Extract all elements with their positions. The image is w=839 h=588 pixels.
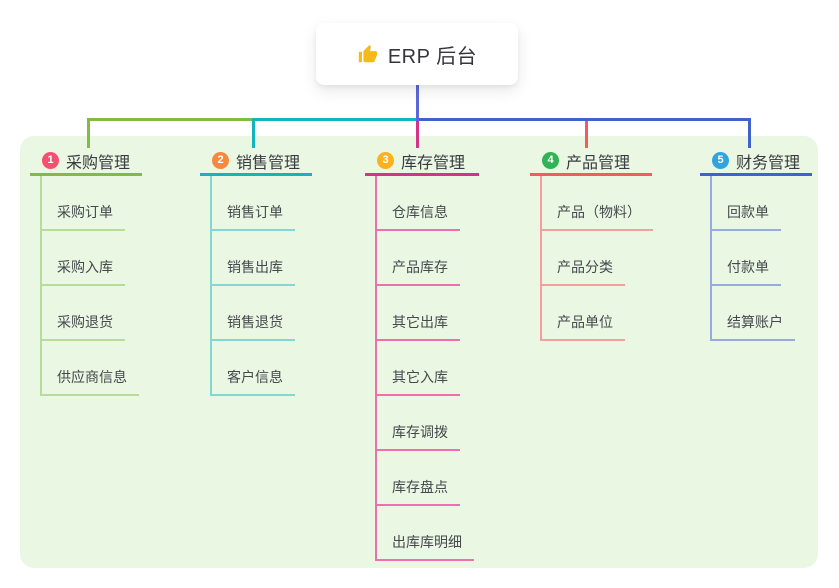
child-row: 销售退货 (212, 286, 312, 341)
branch-number-badge: 5 (712, 152, 729, 169)
child-row: 采购订单 (42, 176, 142, 231)
child-node-回款单[interactable]: 回款单 (712, 202, 781, 231)
child-row: 其它入库 (377, 341, 479, 396)
branch-node-采购管理[interactable]: 1 采购管理 (30, 148, 142, 176)
root-stem-line (416, 82, 419, 121)
branch-drop-line-2 (252, 118, 255, 148)
child-row: 结算账户 (712, 286, 812, 341)
child-row: 采购退货 (42, 286, 142, 341)
child-node-产品单位[interactable]: 产品单位 (542, 312, 625, 341)
branch-node-产品管理[interactable]: 4 产品管理 (530, 148, 652, 176)
child-node-供应商信息[interactable]: 供应商信息 (42, 367, 139, 396)
branch-number-badge: 3 (377, 152, 394, 169)
branch-3: 3 库存管理仓库信息产品库存其它出库其它入库库存调拨库存盘点出库库明细 (365, 148, 479, 561)
child-node-其它出库[interactable]: 其它出库 (377, 312, 460, 341)
branch-label: 采购管理 (66, 154, 131, 172)
branch-node-销售管理[interactable]: 2 销售管理 (200, 148, 312, 176)
child-row: 产品库存 (377, 231, 479, 286)
child-node-仓库信息[interactable]: 仓库信息 (377, 202, 460, 231)
child-node-产品库存[interactable]: 产品库存 (377, 257, 460, 286)
child-row: 仓库信息 (377, 176, 479, 231)
child-node-产品（物料）[interactable]: 产品（物料） (542, 202, 653, 231)
child-node-付款单[interactable]: 付款单 (712, 257, 781, 286)
child-node-库存盘点[interactable]: 库存盘点 (377, 477, 460, 506)
trunk-segment-left (87, 118, 255, 121)
child-row: 产品分类 (542, 231, 653, 286)
child-row: 库存调拨 (377, 396, 479, 451)
child-row: 销售出库 (212, 231, 312, 286)
trunk-segment-mid (252, 118, 419, 121)
branch-children: 仓库信息产品库存其它出库其它入库库存调拨库存盘点出库库明细 (375, 176, 479, 561)
branch-label: 产品管理 (566, 154, 631, 172)
branch-drop-line-4 (585, 118, 588, 148)
child-node-结算账户[interactable]: 结算账户 (712, 312, 795, 341)
branch-children: 回款单付款单结算账户 (710, 176, 812, 341)
child-row: 库存盘点 (377, 451, 479, 506)
child-node-采购入库[interactable]: 采购入库 (42, 257, 125, 286)
thumbs-up-icon (357, 43, 379, 65)
child-node-销售退货[interactable]: 销售退货 (212, 312, 295, 341)
child-node-库存调拨[interactable]: 库存调拨 (377, 422, 460, 451)
child-row: 出库库明细 (377, 506, 479, 561)
child-row: 供应商信息 (42, 341, 142, 396)
branch-number-badge: 1 (42, 152, 59, 169)
child-node-采购退货[interactable]: 采购退货 (42, 312, 125, 341)
branch-node-库存管理[interactable]: 3 库存管理 (365, 148, 479, 176)
child-node-其它入库[interactable]: 其它入库 (377, 367, 460, 396)
child-row: 采购入库 (42, 231, 142, 286)
child-row: 客户信息 (212, 341, 312, 396)
child-node-出库库明细[interactable]: 出库库明细 (377, 532, 474, 561)
branch-drop-line-3 (416, 118, 419, 148)
branch-label: 财务管理 (736, 154, 801, 172)
child-row: 产品（物料） (542, 176, 653, 231)
root-node-erp[interactable]: ERP 后台 (316, 23, 518, 85)
branch-4: 4 产品管理产品（物料） 产品分类产品单位 (530, 148, 653, 341)
child-row: 付款单 (712, 231, 812, 286)
child-node-产品分类[interactable]: 产品分类 (542, 257, 625, 286)
branch-drop-line-1 (87, 118, 90, 148)
child-node-采购订单[interactable]: 采购订单 (42, 202, 125, 231)
branch-number-badge: 2 (212, 152, 229, 169)
branch-node-财务管理[interactable]: 5 财务管理 (700, 148, 812, 176)
child-node-销售订单[interactable]: 销售订单 (212, 202, 295, 231)
trunk-segment-right (416, 118, 751, 121)
branch-label: 库存管理 (401, 154, 466, 172)
branch-2: 2 销售管理销售订单销售出库销售退货客户信息 (200, 148, 312, 396)
child-node-客户信息[interactable]: 客户信息 (212, 367, 295, 396)
branch-5: 5 财务管理回款单付款单结算账户 (700, 148, 812, 341)
child-row: 销售订单 (212, 176, 312, 231)
branch-children: 产品（物料） 产品分类产品单位 (540, 176, 653, 341)
branch-label: 销售管理 (236, 154, 301, 172)
branch-drop-line-5 (748, 118, 751, 148)
root-node-label: ERP 后台 (387, 45, 478, 68)
branches-panel (20, 136, 818, 568)
branch-number-badge: 4 (542, 152, 559, 169)
child-row: 回款单 (712, 176, 812, 231)
child-node-销售出库[interactable]: 销售出库 (212, 257, 295, 286)
child-row: 产品单位 (542, 286, 653, 341)
branch-1: 1 采购管理采购订单采购入库采购退货供应商信息 (30, 148, 142, 396)
branch-children: 采购订单采购入库采购退货供应商信息 (40, 176, 142, 396)
child-row: 其它出库 (377, 286, 479, 341)
branch-children: 销售订单销售出库销售退货客户信息 (210, 176, 312, 396)
